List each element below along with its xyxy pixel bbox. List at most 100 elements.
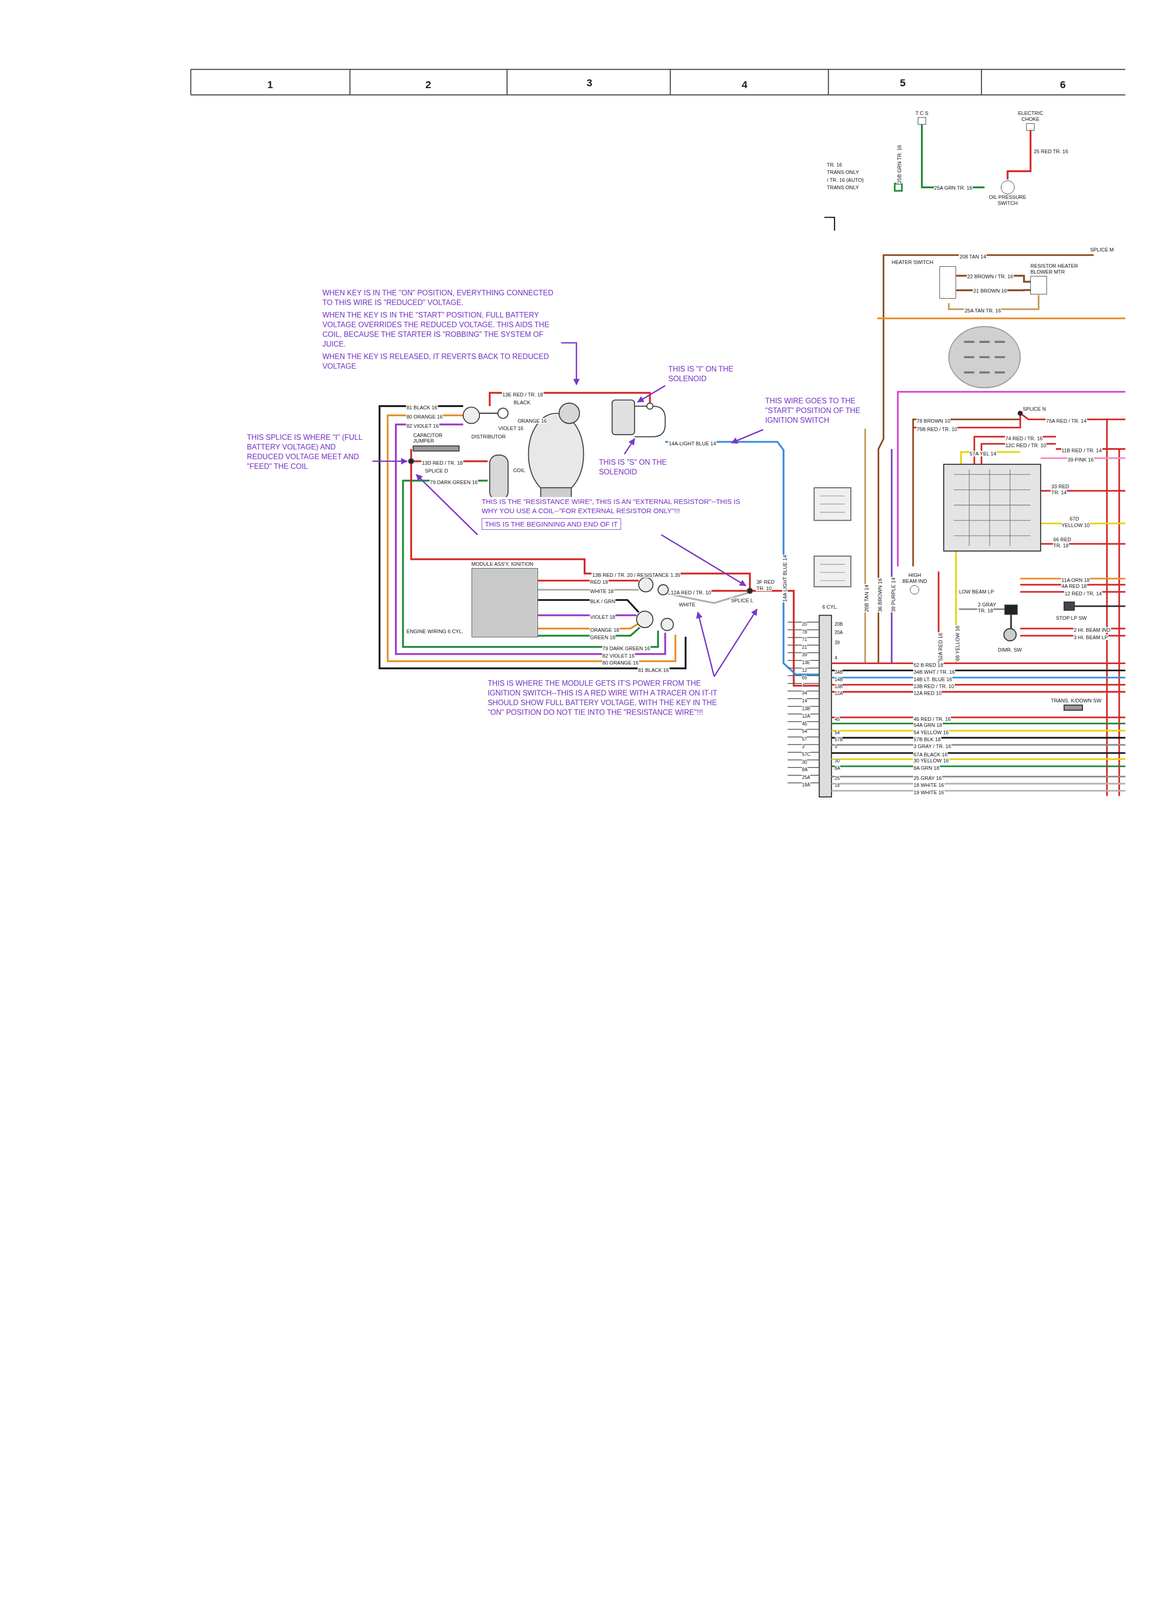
wire-label: / TR. 16 (AUTO) [826,177,865,183]
wire-label: TR. 18 [1052,542,1070,549]
wire-label: ENGINE WIRING 6 CYL. [406,628,464,634]
wire-label: 4A RED 18 [1061,583,1088,589]
pin-number: 18 [834,782,840,788]
pin-number-box: 39 [834,637,840,646]
pin-number: 12A [801,713,811,719]
wire-label: 75A RED / TR. 14 [1045,418,1087,424]
dash-wiring [1106,419,1120,796]
wire-label: 25 RED TR. 16 [1033,148,1069,155]
dash-wiring [1040,490,1126,545]
wire-label: 39 PURPLE 14 [890,576,897,613]
pin-number-box: 3 [801,741,805,750]
wire-label: 13B RED / TR. 10 [913,683,955,689]
pin-number: 30 [801,759,808,765]
wire-label-box: BLACK [513,397,531,407]
pin-number: 45 [801,721,808,727]
dash-components [819,615,832,797]
wire-label-box: 81 BLACK 16 [637,665,670,674]
pin-number: 13B [834,683,844,689]
harness-wire [831,789,1126,792]
harness-wire [831,676,1126,679]
title-frame [190,69,1125,95]
wire-label: 3F RED [755,579,775,585]
pin-number: 18A [801,782,811,788]
wire-label-box: 21 BROWN 16 [972,286,1008,295]
pin-number-box: 34B [834,667,844,676]
wire-label-box: 67A BLACK 16 [913,749,948,759]
wire-label: TR. 16 [826,161,843,168]
pin-number-box: 30 [834,755,840,765]
annotation-note: THIS IS "S" ON THE SOLENOID [598,457,676,477]
dash-wiring [1020,584,1126,636]
wire-label-box: 57B BLK 18 [913,734,942,743]
dash-wiring [897,391,1126,567]
wire-label: 8A GRN 18 [913,765,940,771]
dash-wiring [948,294,1039,310]
wire-label-box: 11A ORN 18 [1061,575,1091,584]
lamp-symbol [1000,180,1015,195]
pin-number: 8A [834,765,841,771]
wire-label-box: 25 GRAY 16 [913,773,943,782]
wire-label: WHITE [678,601,696,608]
wire-label-box: 12A RED 10 [913,688,943,697]
wire-label: BLK / GRN [589,598,616,604]
wire-label-box: SPLICE L [730,595,754,604]
column-number: 1 [267,78,273,91]
wire-label: TRANS ONLY [826,184,860,191]
dash-wiring [913,413,1021,428]
wire-label-box: 4A RED 18 [1061,581,1088,590]
annotation-arrow [697,612,714,677]
annotation-note: THIS IS THE "RESISTANCE WIRE", THIS IS A… [481,496,742,516]
wire-label-box: 54 YELLOW 16 [913,727,950,736]
wire-label-box: WHITE 18 [589,586,615,595]
component-drawing [747,588,753,594]
harness-wire [831,722,1126,725]
harness-wire [831,729,1126,732]
wire-label-box: RED 18 [589,577,609,586]
column-number-box: 6 [1059,79,1066,91]
wire-label-box: 22 BROWN / TR. 16 [966,271,1014,281]
wire-label: 81 BLACK 16 [637,667,670,673]
wire-label: 13E RED / TR. 18 [502,391,544,398]
wire-label-box: 3 HI. BEAM LP [1073,632,1109,641]
wire-label-box: VIOLET 18 [589,612,616,621]
annotation-arrow [714,609,758,677]
annotation-arrow [637,385,666,402]
wire-label: 12A RED 10 [913,690,943,696]
pin-number-box: 8A [834,763,841,772]
annotation-note-box: THIS IS "I" ON THE SOLENOID [668,364,750,384]
wire-label: 208 TAN 14 [958,253,987,260]
wire-label: TR. 18 [977,607,994,614]
wire-label: 25A GRN TR. 16 [933,185,973,191]
wire-label-box: 25 RED TR. 16 [1033,146,1069,156]
column-number: 3 [586,77,592,89]
component-label: ELECTRIC CHOKE [1011,110,1049,123]
wire-label: WHITE 18 [589,588,615,594]
annotation-note: WHEN THE KEY IS RELEASED, IT REVERTS BAC… [322,351,558,371]
wire-label: 39 PINK 16 [1067,456,1095,463]
annotation-note: THIS IS WHERE THE MODULE GETS IT'S POWER… [487,678,733,718]
wire-label-box: 33 RED [1050,481,1070,491]
wire-label: 34B WHT / TR. 16 [913,669,956,675]
component-symbol [1030,275,1047,295]
column-number-box: 3 [586,77,592,89]
wire-label: SPLICE M [1089,246,1114,253]
component-label: THIS IS THE BEGINNING AND END OF IT [484,519,618,529]
wire-label-box: 79 DARK GREEN 16 [602,643,651,652]
component-drawing [463,406,480,424]
pin-number: 20A [834,629,844,635]
wire-label-box: 45 RED / TR. 16 [913,714,952,723]
component-node: RESISTOR HEATER BLOWER MTR [1030,263,1095,295]
wire-connector [1007,130,1031,180]
wire-label-box: 75B RED / TR. 10 [916,424,958,433]
callout-box: THIS IS THE BEGINNING AND END OF IT [481,518,622,530]
pin-number-box: 39 [801,649,808,658]
pin-number: 8A [801,766,808,772]
wire-label-box: TR. 18 [1052,540,1070,550]
pin-number-box: 25A [801,772,811,781]
pin-number: 54 [834,729,840,736]
wire-label: 25A TAN TR. 16 [963,307,1002,314]
wire-label-box: 82 VIOLET 16 [406,421,440,430]
wire-label-box: 79 DARK GREEN 16 [429,477,479,486]
